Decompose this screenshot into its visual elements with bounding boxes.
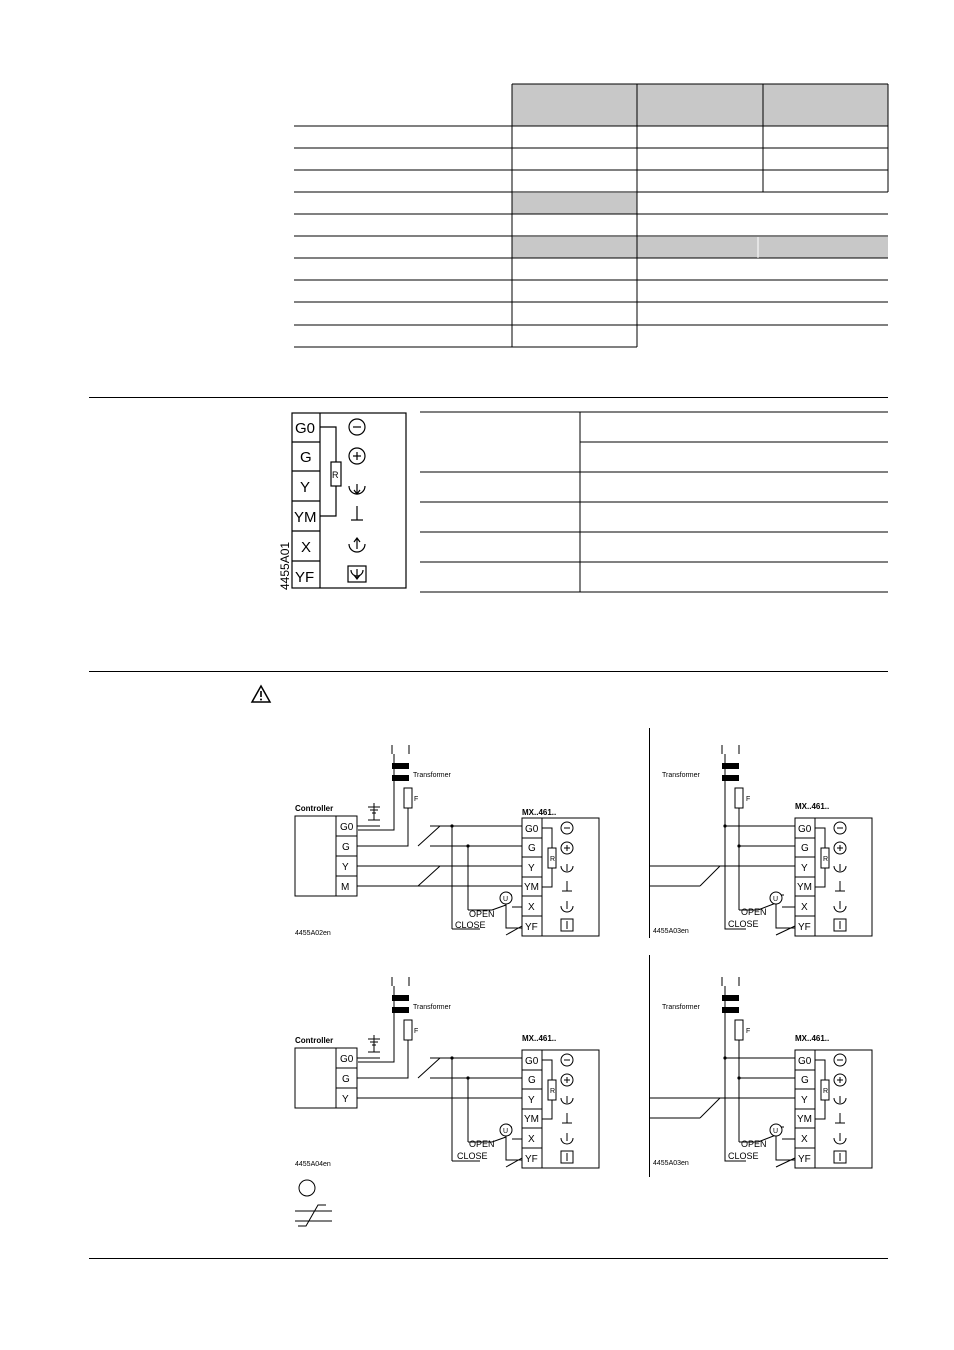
legend-symbols [295, 1179, 332, 1227]
diagram-label: YM [797, 1114, 812, 1125]
diagram-label: Y [801, 863, 808, 874]
diagram-label: X [528, 1134, 535, 1145]
spec-table [294, 83, 889, 348]
diagram-label: X [801, 902, 808, 913]
diagram-label: F [414, 796, 418, 803]
diagram-label: YF [525, 1154, 538, 1165]
diagram-label: Y [801, 1095, 808, 1106]
resistor-label: R [332, 470, 339, 480]
diagram-label: R [823, 856, 828, 863]
wiring-diagram-2: Transformer F MX..461.. G0 G Y YM X YF R… [650, 745, 873, 937]
terminal-label-g: G [300, 449, 312, 466]
diagram-label: MX..461.. [795, 1034, 829, 1043]
terminal-description-table [420, 411, 888, 593]
diagram-label: G [528, 843, 536, 854]
diagram-label: YF [798, 922, 811, 933]
diagram-label: G0 [525, 1056, 539, 1067]
diagram-label: G [801, 1075, 809, 1086]
diagram-label: YM [524, 882, 539, 893]
diagram-label: F [746, 796, 750, 803]
diagram-label: Transformer [662, 772, 701, 779]
diagram-label: OPEN [469, 1139, 495, 1149]
diagram-label: G [528, 1075, 536, 1086]
terminal-label-y: Y [300, 479, 310, 496]
section-divider [89, 397, 888, 398]
diagram-label: CLOSE [728, 1151, 759, 1161]
diagram-label: F [414, 1028, 418, 1035]
diagram-label: YF [525, 922, 538, 933]
diagram-label: G0 [340, 822, 354, 833]
diagram-label: CLOSE [457, 1151, 488, 1161]
diagram-label: YM [797, 882, 812, 893]
page-footer-rule [89, 1258, 888, 1259]
diagram-label: OPEN [469, 909, 495, 919]
section-divider [89, 671, 888, 672]
diagram-label: Y [528, 863, 535, 874]
diagram-label: Transformer [662, 1004, 701, 1011]
diagram-label: MX..461.. [795, 802, 829, 811]
diagram-label: U [503, 896, 508, 903]
wiring-diagram-4: Transformer F MX..461.. G0 G Y YM X YF R… [650, 977, 873, 1169]
diagram-label: OPEN [741, 1139, 767, 1149]
diagram-label: M [341, 882, 349, 893]
diagram-label: Y [342, 862, 349, 873]
diagram-label: Y [528, 1095, 535, 1106]
diagram-separator [649, 728, 650, 938]
diagram-label: CLOSE [728, 919, 759, 929]
diagram-label: X [528, 902, 535, 913]
terminal-label-ym: YM [294, 509, 317, 526]
diagram-label: Controller [295, 1036, 333, 1045]
diagram-label: 4455A02en [295, 930, 331, 937]
diagram-label: G0 [798, 1056, 812, 1067]
diagram-label: YF [798, 1154, 811, 1165]
diagram-label: G [342, 842, 350, 853]
diagram-label: U [503, 1128, 508, 1135]
figure-code: 4455A01 [278, 542, 292, 590]
diagram-label: G0 [340, 1054, 354, 1065]
diagram-label: U [773, 1128, 778, 1135]
wiring-diagram-3: Transformer F Controller G0 G Y MX..461.… [294, 977, 600, 1169]
diagram-separator [649, 955, 650, 1177]
diagram-label: G0 [525, 824, 539, 835]
wiring-diagram-1: Transformer F Controller G0 G Y M MX..46… [294, 745, 600, 937]
diagram-label: Y [342, 1094, 349, 1105]
diagram-label: YM [524, 1114, 539, 1125]
terminal-label-g0: G0 [295, 420, 315, 437]
diagram-label: OPEN [741, 907, 767, 917]
diagram-label: MX..461.. [522, 1034, 556, 1043]
diagram-label: R [550, 1088, 555, 1095]
diagram-label: R [823, 1088, 828, 1095]
diagram-label: CLOSE [455, 920, 486, 930]
diagram-label: Transformer [413, 772, 452, 779]
diagram-label: G [342, 1074, 350, 1085]
diagram-label: U [773, 896, 778, 903]
terminal-label-yf: YF [295, 569, 314, 586]
diagram-label: MX..461.. [522, 808, 556, 817]
terminal-block-figure: G0 G Y YM X YF R 4455A01 [278, 412, 407, 590]
diagram-label: 4455A03en [653, 1160, 689, 1167]
terminal-label-x: X [301, 539, 311, 556]
warning-icon [250, 684, 272, 703]
diagram-label: X [801, 1134, 808, 1145]
diagram-label: Transformer [413, 1004, 452, 1011]
diagram-label: 4455A04en [295, 1161, 331, 1168]
diagram-label: 4455A03en [653, 928, 689, 935]
diagram-label: G0 [798, 824, 812, 835]
diagram-label: R [550, 856, 555, 863]
diagram-label: G [801, 843, 809, 854]
diagram-label: Controller [295, 804, 333, 813]
diagram-label: F [746, 1028, 750, 1035]
